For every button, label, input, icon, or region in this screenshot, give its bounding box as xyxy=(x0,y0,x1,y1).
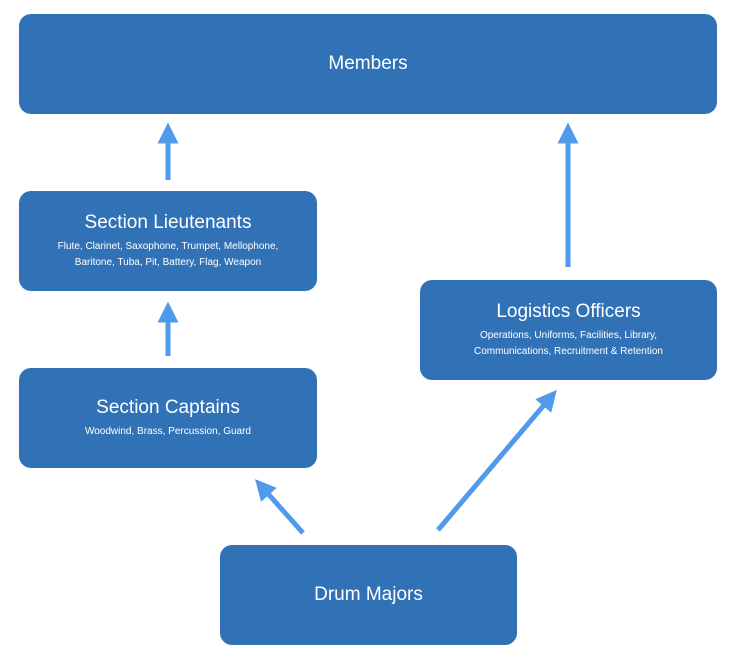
logistics-officers-details: Operations, Uniforms, Facilities, Librar… xyxy=(474,328,663,360)
section-lieutenants-node: Section Lieutenants Flute, Clarinet, Sax… xyxy=(19,191,317,291)
section-captains-node: Section Captains Woodwind, Brass, Percus… xyxy=(19,368,317,468)
section-captains-title: Section Captains xyxy=(96,397,240,418)
members-node: Members xyxy=(19,14,717,114)
section-lieutenants-details: Flute, Clarinet, Saxophone, Trumpet, Mel… xyxy=(58,239,279,271)
section-captains-details: Woodwind, Brass, Percussion, Guard xyxy=(85,424,251,440)
arrow-drum-majors-to-section-captains xyxy=(255,479,305,535)
members-title: Members xyxy=(328,53,408,74)
arrow-drum-majors-to-logistics-officers xyxy=(436,389,557,532)
logistics-officers-title: Logistics Officers xyxy=(496,301,641,322)
drum-majors-title: Drum Majors xyxy=(314,584,423,605)
logistics-officers-line-1: Operations, Uniforms, Facilities, Librar… xyxy=(479,330,658,341)
drum-majors-node: Drum Majors xyxy=(220,545,517,645)
logistics-officers-line-2: Communications, Recruitment & Retention xyxy=(474,346,663,357)
section-lieutenants-line-1: Flute, Clarinet, Saxophone, Trumpet, Mel… xyxy=(57,241,279,252)
section-lieutenants-title: Section Lieutenants xyxy=(84,212,252,233)
logistics-officers-node: Logistics Officers Operations, Uniforms,… xyxy=(420,280,717,380)
section-lieutenants-line-2: Baritone, Tuba, Pit, Battery, Flag, Weap… xyxy=(74,257,262,268)
section-captains-line-1: Woodwind, Brass, Percussion, Guard xyxy=(84,426,251,437)
